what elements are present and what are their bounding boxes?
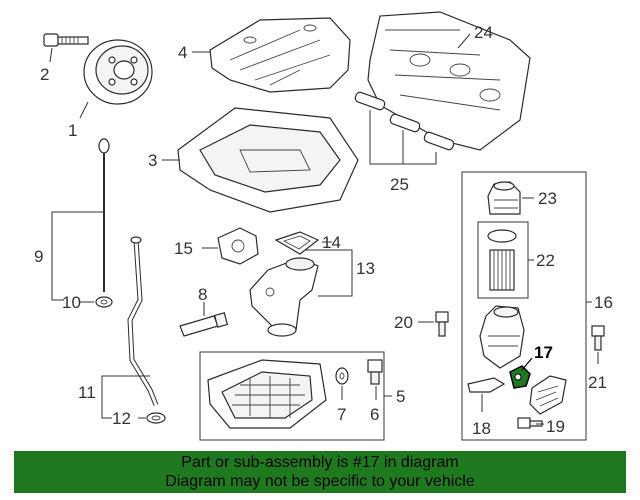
callout-13[interactable]: 13	[356, 259, 375, 278]
part-19-bolt[interactable]	[517, 417, 543, 429]
oil-cooler-plate[interactable]	[529, 375, 567, 415]
banner-line-2: Diagram may not be specific to your vehi…	[165, 473, 475, 490]
callout-15[interactable]: 15	[174, 239, 193, 258]
callout-24[interactable]: 24	[474, 23, 493, 42]
callout-8[interactable]: 8	[198, 285, 207, 304]
part-3-oil-pan-upper[interactable]	[177, 107, 359, 213]
group-box-oil-filter-housing	[461, 171, 587, 441]
part-8-sealant-tube[interactable]	[179, 312, 229, 337]
callout-10[interactable]: 10	[62, 293, 81, 312]
part-17-seal-highlighted[interactable]	[509, 365, 531, 389]
part-15-sensor[interactable]	[217, 227, 259, 265]
part-21-bolt[interactable]	[591, 325, 605, 351]
part-14-gasket[interactable]	[274, 231, 320, 255]
part-5-oil-pan-lower[interactable]	[207, 359, 327, 429]
part-24-intake-manifold[interactable]	[367, 11, 531, 151]
callout-17[interactable]: 17	[534, 343, 553, 362]
callout-21[interactable]: 21	[588, 373, 607, 392]
callout-14[interactable]: 14	[322, 233, 341, 252]
callout-5[interactable]: 5	[396, 387, 405, 406]
part-9-dipstick[interactable]	[98, 138, 110, 292]
callout-3[interactable]: 3	[148, 151, 157, 170]
callout-16[interactable]: 16	[594, 293, 613, 312]
part-25-gaskets[interactable]	[354, 91, 455, 151]
callout-20[interactable]: 20	[394, 313, 413, 332]
part-7-washer[interactable]	[335, 367, 349, 385]
callout-6[interactable]: 6	[370, 405, 379, 424]
banner-line-1: Part or sub-assembly is #17 in diagram	[181, 454, 459, 471]
callout-2[interactable]: 2	[40, 65, 49, 84]
part-1-pulley[interactable]	[83, 39, 153, 105]
part-23-filter-cap[interactable]	[487, 181, 521, 215]
part-20-bolt[interactable]	[435, 311, 449, 337]
callout-22[interactable]: 22	[536, 251, 555, 270]
oil-filter-housing[interactable]	[479, 305, 525, 369]
part-4-engine-cover[interactable]	[209, 17, 351, 93]
callout-23[interactable]: 23	[538, 189, 557, 208]
part-13-oil-pump[interactable]	[249, 257, 319, 337]
callout-12[interactable]: 12	[112, 409, 131, 428]
part-10-dipstick-seal[interactable]	[95, 296, 113, 308]
callout-18[interactable]: 18	[472, 419, 491, 438]
part-6-drain-plug[interactable]	[367, 359, 383, 385]
callout-19[interactable]: 19	[546, 417, 565, 436]
callout-25[interactable]: 25	[390, 175, 409, 194]
part-22-filter-element[interactable]	[487, 229, 517, 291]
part-12-tube-seal[interactable]	[146, 412, 166, 424]
info-banner: Part or sub-assembly is #17 in diagram D…	[14, 451, 626, 493]
callout-9[interactable]: 9	[34, 247, 43, 266]
part-11-dipstick-tube[interactable]	[127, 236, 159, 406]
callout-1[interactable]: 1	[68, 121, 77, 140]
callout-7[interactable]: 7	[337, 405, 346, 424]
part-18-bracket[interactable]	[467, 377, 506, 393]
callout-11[interactable]: 11	[78, 383, 96, 402]
callout-4[interactable]: 4	[178, 43, 187, 62]
part-2-bolt[interactable]	[43, 33, 89, 47]
